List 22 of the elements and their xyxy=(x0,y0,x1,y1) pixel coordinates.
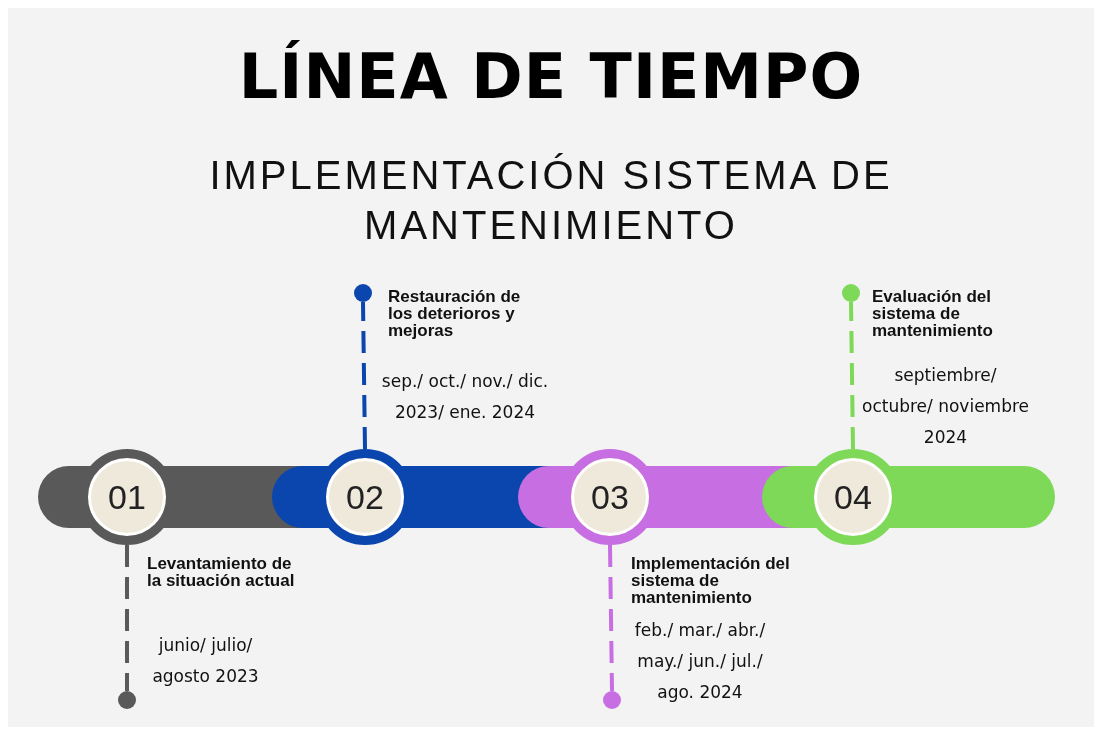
end-dot xyxy=(842,284,860,302)
subtitle: IMPLEMENTACIÓN SISTEMA DE MANTENIMIENTO xyxy=(208,152,894,249)
milestone-title: Restauración de los deterioros y mejoras xyxy=(388,288,522,339)
end-dot xyxy=(118,691,136,709)
milestone-title: Evaluación del sistema de mantenimiento xyxy=(872,288,994,339)
milestone-dates: sep./ oct./ nov./ dic. 2023/ ene. 2024 xyxy=(380,370,550,424)
milestone-title: Levantamiento de la situación actual xyxy=(147,555,296,589)
step-number: 02 xyxy=(346,477,384,517)
dashed-connector xyxy=(125,545,129,691)
milestone-dates: septiembre/ octubre/ noviembre 2024 xyxy=(861,364,1030,449)
end-dot xyxy=(354,284,372,302)
dashed-connector xyxy=(361,301,367,450)
step-number: 01 xyxy=(108,477,146,517)
step-number: 03 xyxy=(591,477,629,517)
dashed-connector xyxy=(849,301,855,450)
dashed-connector xyxy=(608,544,614,692)
milestone-dates: feb./ mar./ abr./ may./ jun./ jul./ ago. 2024 xyxy=(633,619,767,704)
end-dot xyxy=(603,691,621,709)
title: LÍNEA DE TIEMPO xyxy=(237,40,865,113)
step-number: 04 xyxy=(834,477,872,517)
milestone-dates: junio/ julio/ agosto 2023 xyxy=(151,634,260,688)
milestone-title: Implementación del sistema de mantenimiento xyxy=(631,555,791,606)
